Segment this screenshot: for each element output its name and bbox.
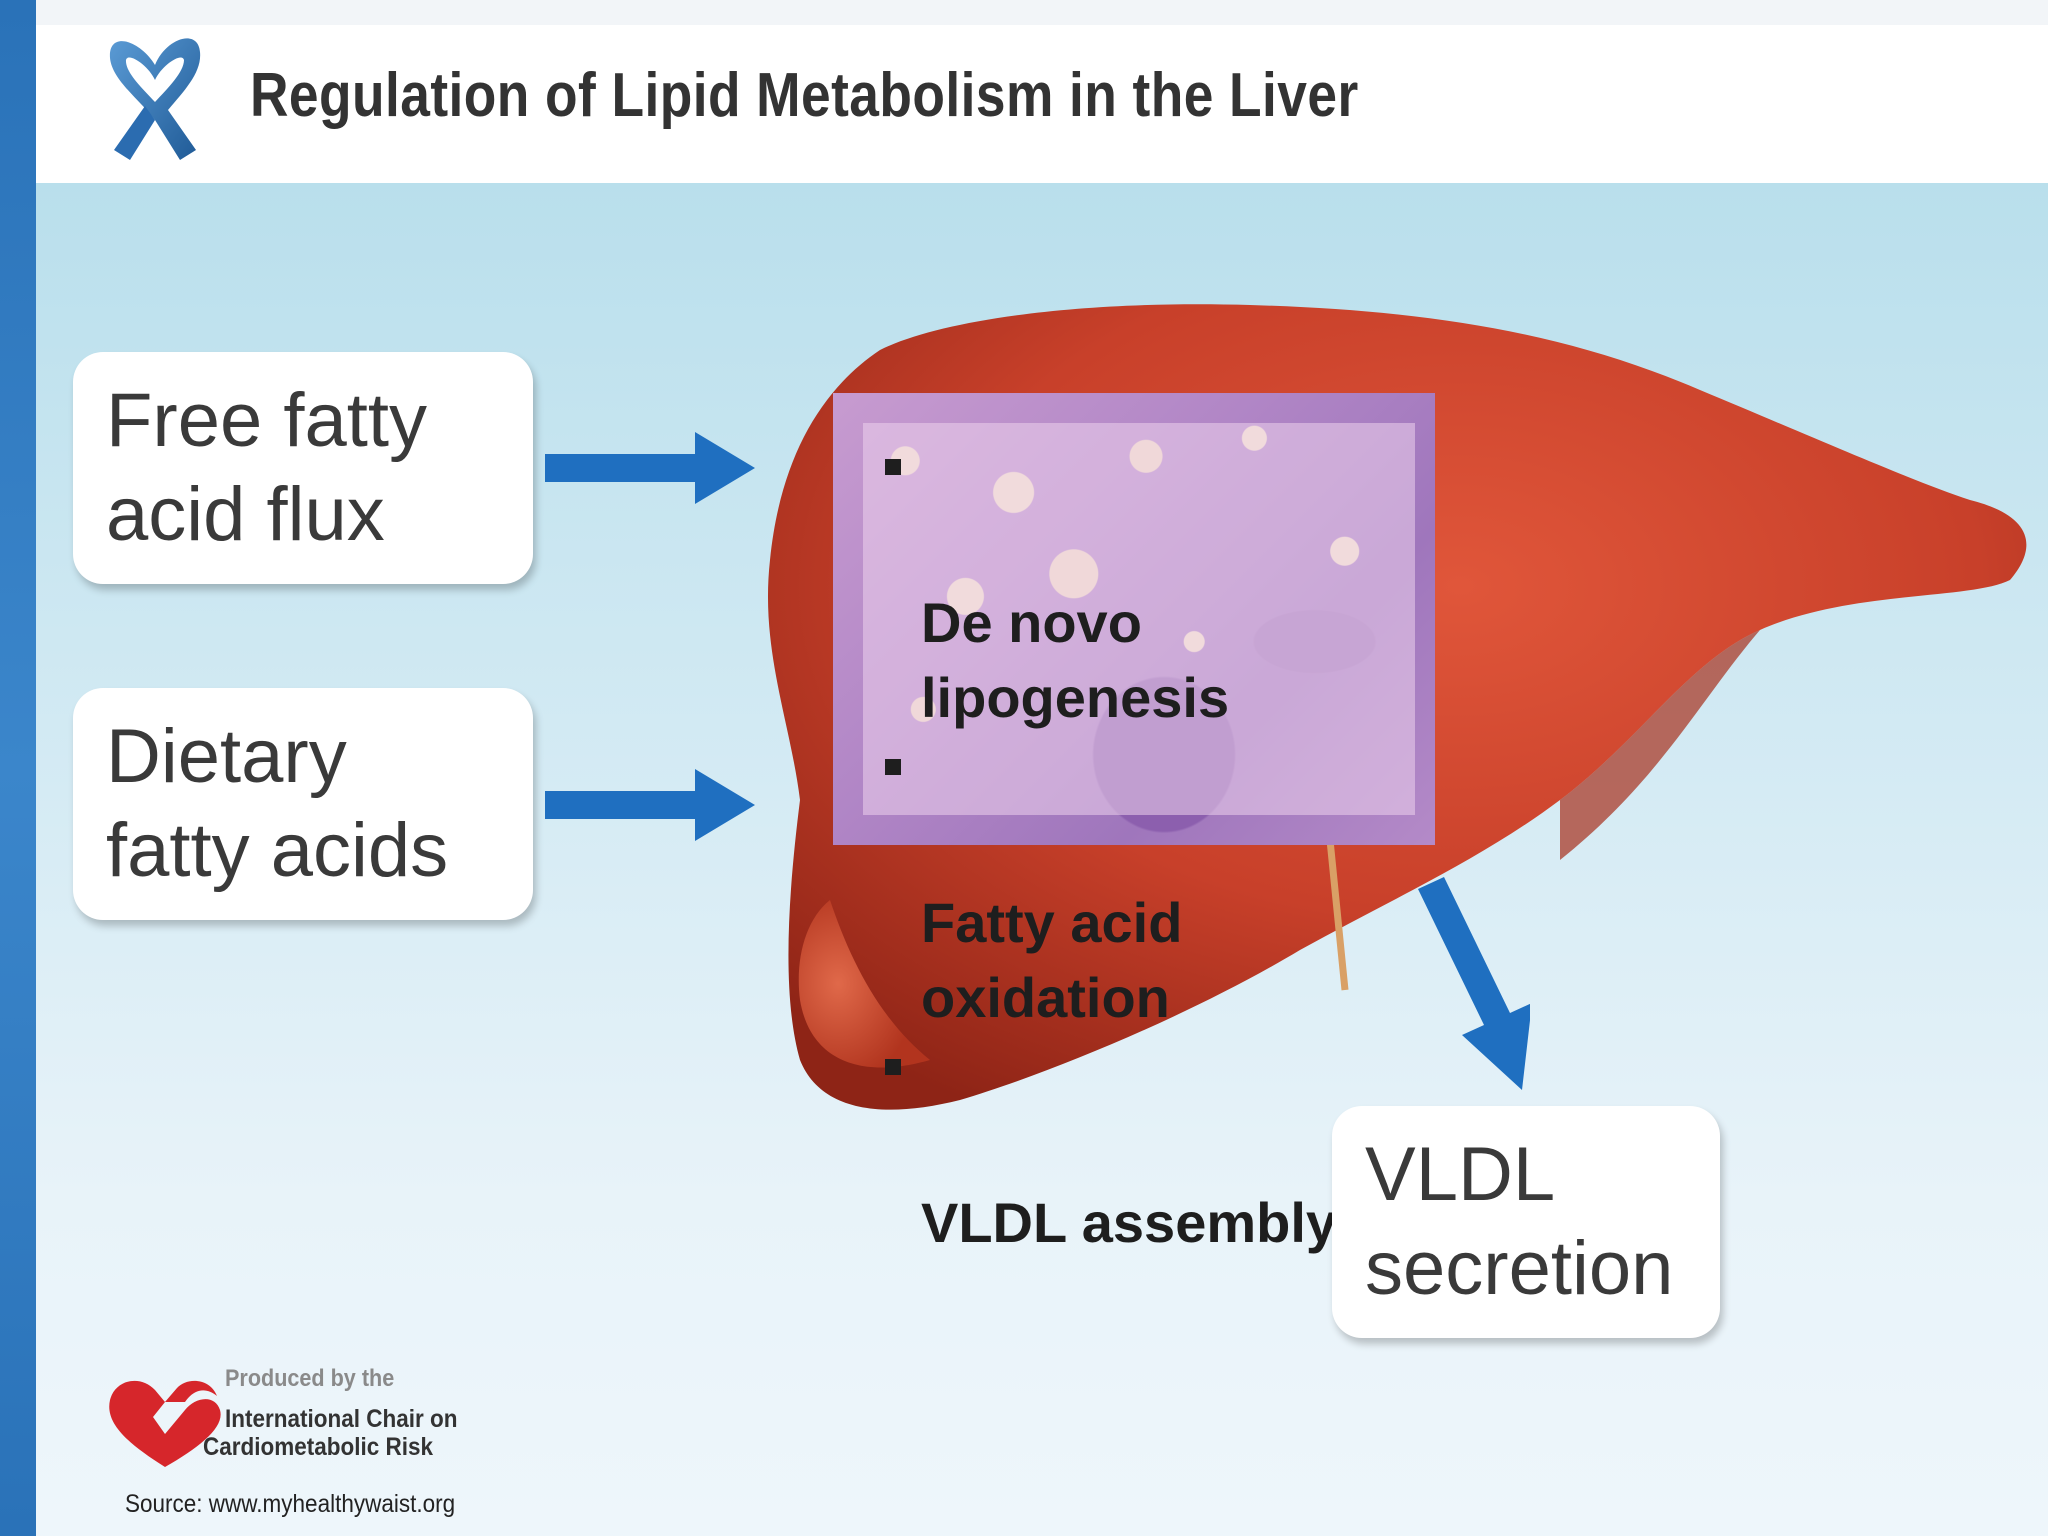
input-box-dietary-fatty-acids: Dietary fatty acids (73, 688, 533, 920)
input-box-free-fatty-acid-flux: Free fatty acid flux (73, 352, 533, 584)
histology-image (833, 393, 1435, 845)
awareness-ribbon-icon (109, 38, 201, 160)
bullet-icon (885, 459, 901, 475)
input-box-label: Dietary fatty acids (106, 714, 449, 893)
left-accent-bar (0, 0, 36, 1536)
output-box-label: VLDL secretion (1365, 1132, 1674, 1311)
heart-logo-icon (109, 1380, 221, 1467)
liver-process-list: De novo lipogenesis Fatty acid oxidation… (885, 435, 1337, 1260)
slide-title: Regulation of Lipid Metabolism in the Li… (250, 61, 1359, 130)
org-name-line2: Cardiometabolic Risk (203, 1433, 434, 1461)
arrow-right-icon (545, 769, 755, 841)
top-strip (36, 0, 2048, 25)
liver-process-item: VLDL assembly (885, 1035, 1337, 1260)
output-box-vldl-secretion: VLDL secretion (1332, 1106, 1720, 1338)
produced-by-text: Produced by the (225, 1365, 395, 1392)
liver-process-item: De novo lipogenesis (885, 435, 1337, 735)
liver-process-item: Fatty acid oxidation (885, 735, 1337, 1035)
liver-process-text: VLDL assembly (921, 1191, 1338, 1254)
org-name-line1: International Chair on (225, 1405, 458, 1433)
liver-process-text: De novo lipogenesis (921, 591, 1230, 729)
histology-overlay (863, 423, 1415, 815)
title-band (36, 25, 2048, 183)
input-box-label: Free fatty acid flux (106, 378, 427, 557)
liver-process-text: Fatty acid oxidation (921, 891, 1183, 1029)
bullet-icon (885, 1059, 901, 1075)
arrow-right-icon (545, 432, 755, 504)
source-text: Source: www.myhealthywaist.org (125, 1490, 456, 1518)
arrow-down-right-icon (1418, 877, 1530, 1090)
bullet-icon (885, 759, 901, 775)
